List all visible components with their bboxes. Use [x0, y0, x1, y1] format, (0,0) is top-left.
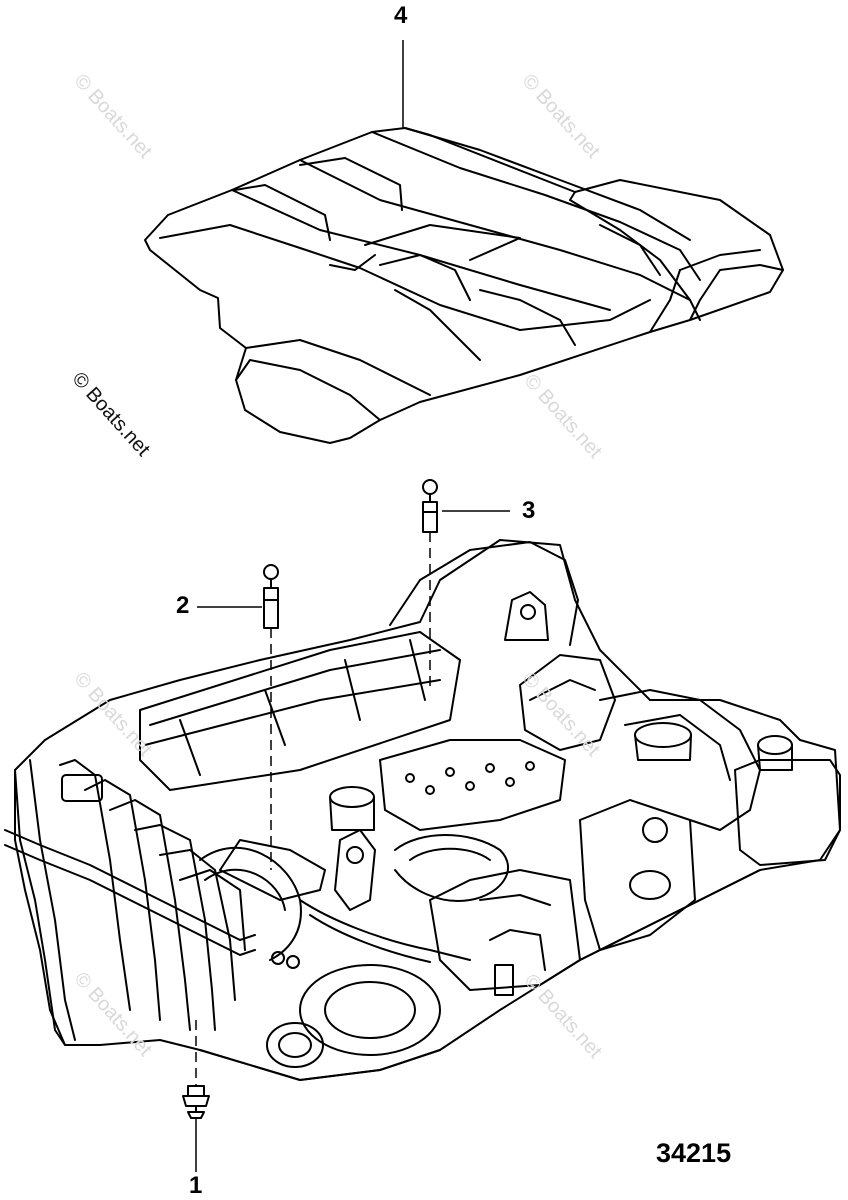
diagram-number: 34215	[656, 1138, 732, 1168]
engine-cover	[144, 127, 784, 444]
callout-4: 4	[394, 2, 408, 29]
callout-3: 3	[522, 497, 536, 524]
callout-1: 1	[189, 1172, 203, 1199]
callout-2: 2	[176, 592, 190, 619]
stud-2-drawing	[263, 564, 279, 629]
bolt-1-drawing	[182, 1085, 210, 1119]
engine-assembly	[4, 539, 841, 1081]
stud-3-drawing	[422, 479, 438, 533]
